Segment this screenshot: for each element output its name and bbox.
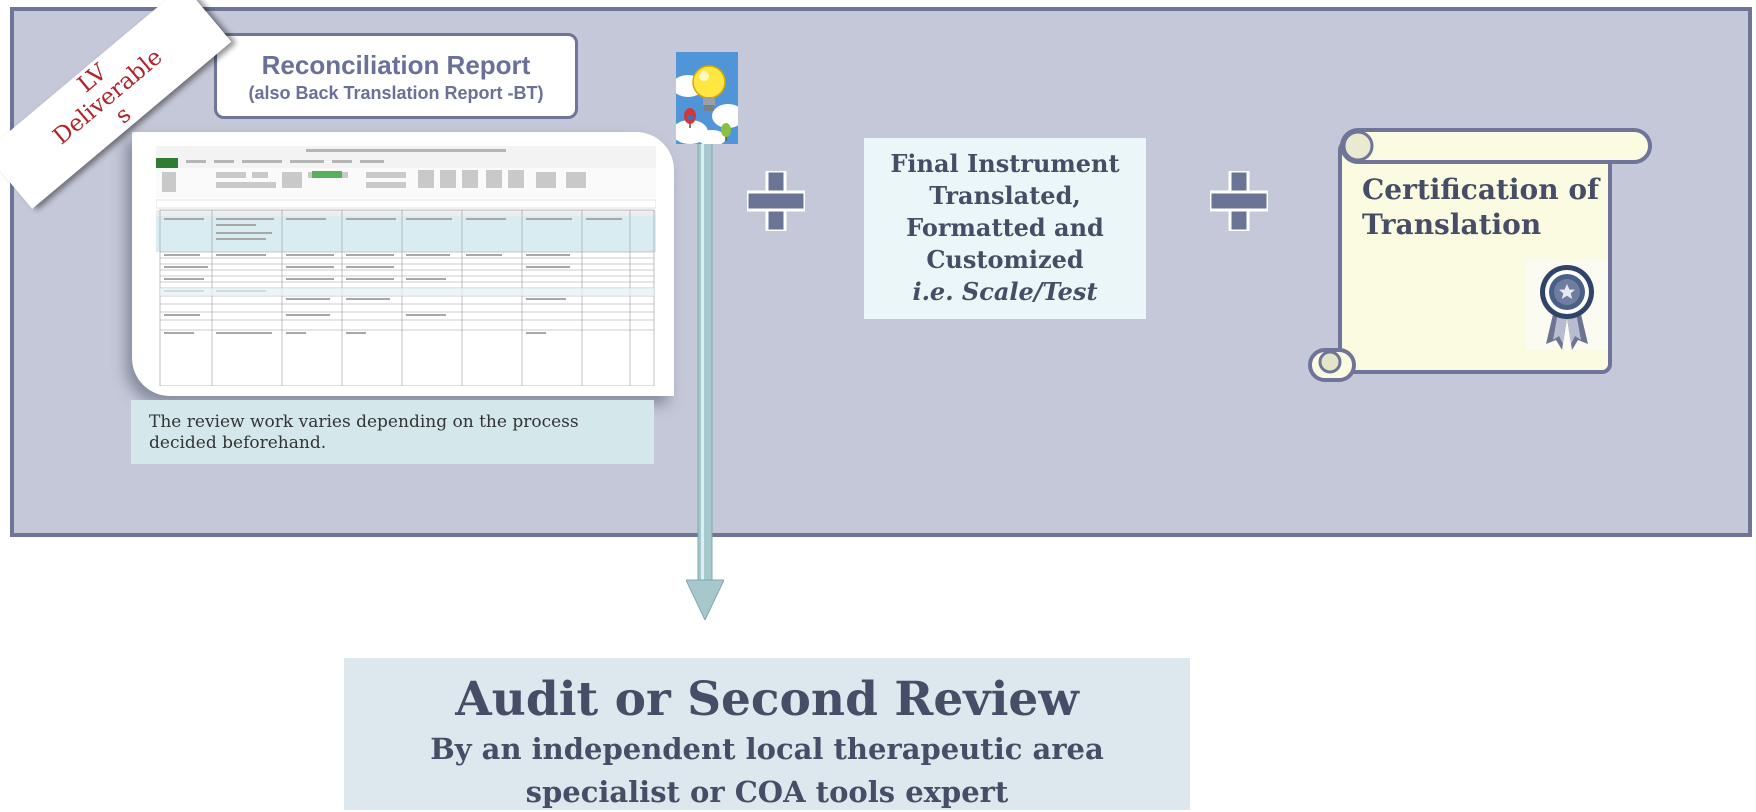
reconciliation-report-box: Reconciliation Report (also Back Transla… [214,33,578,119]
final-line-1: Final Instrument [890,149,1120,178]
final-line-3: Formatted and [906,213,1104,242]
audit-box: Audit or Second Review By an independent… [344,658,1190,810]
audit-title: Audit or Second Review [455,672,1079,727]
reconciliation-subtitle: (also Back Translation Report -BT) [248,83,544,103]
certification-line-2: Translation [1362,208,1542,241]
final-line-italic: i.e. Scale/Test [912,277,1098,306]
final-line-2: Translated, [929,181,1081,210]
ribbon-line-3: s [110,101,137,130]
award-ribbon-icon [1526,260,1608,350]
down-arrow [686,140,724,620]
lightbulb-icon [676,52,738,144]
spreadsheet-caption: The review work varies depending on the … [131,400,654,464]
audit-subtitle-line-1: By an independent local therapeutic area [430,732,1104,766]
audit-subtitle-line-2: specialist or COA tools expert [525,775,1009,809]
reconciliation-title: Reconciliation Report [261,50,531,80]
certification-line-1: Certification of [1362,173,1600,206]
final-instrument-box: Final Instrument Translated, Formatted a… [864,138,1146,319]
plus-icon [1210,171,1268,231]
spreadsheet-screenshot [132,132,674,396]
certification-text: Certification of Translation [1362,172,1632,242]
final-line-4: Customized [926,245,1084,274]
plus-icon [747,171,805,231]
